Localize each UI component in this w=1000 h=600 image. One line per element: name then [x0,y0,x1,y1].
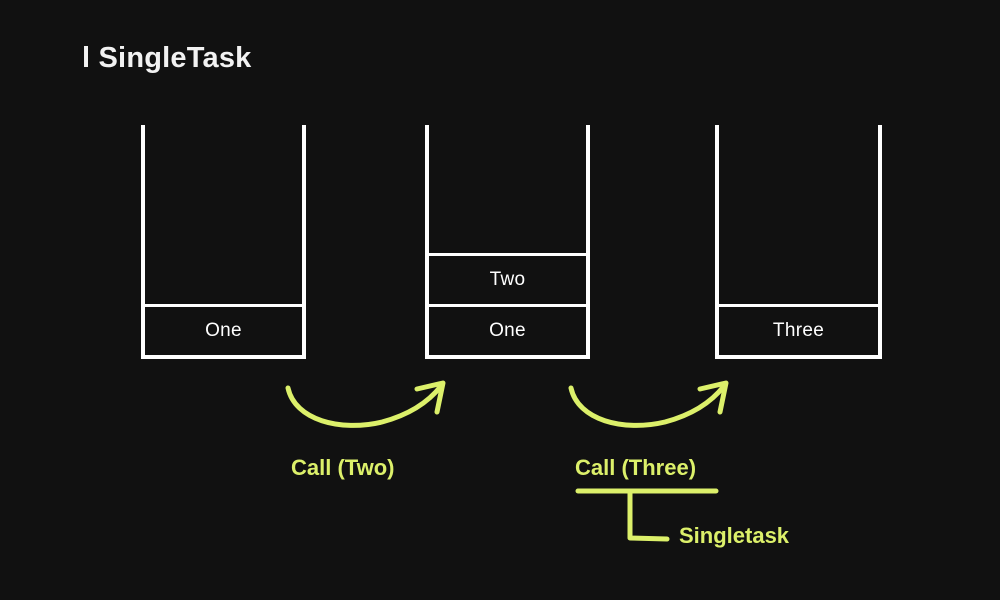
stack-cell: One [429,304,586,355]
call-two-arrow-icon [285,380,446,428]
stack-after-call-three: Three [715,125,882,359]
stack-initial: One [141,125,306,359]
call-three-label: Call (Three) [575,455,697,480]
stack-cell: One [145,304,302,355]
call-three-arrow-icon [568,380,729,428]
stack-after-call-two: Two One [425,125,590,359]
page-title: l SingleTask [82,42,252,74]
singletask-annotation-label: Singletask [679,523,790,548]
stack-cell: Two [429,253,586,304]
call-two-label: Call (Two) [291,455,395,480]
stack-cell: Three [719,304,878,355]
